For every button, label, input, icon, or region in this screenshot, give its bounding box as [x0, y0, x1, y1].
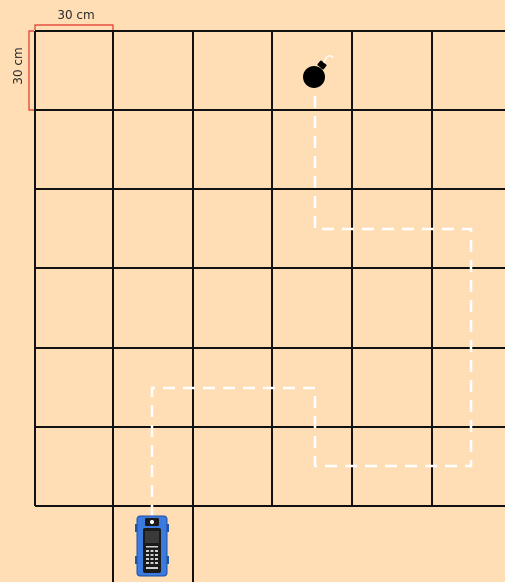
grid — [35, 31, 505, 582]
robot-path — [152, 90, 471, 517]
horizontal-scale-bracket — [35, 25, 113, 30]
vertical-scale-bracket — [29, 31, 34, 110]
bomb-icon — [303, 56, 333, 88]
robot-car-icon — [135, 516, 169, 576]
horizontal-scale-label: 30 cm — [57, 8, 94, 22]
horizontal-scale: 30 cm — [35, 8, 113, 30]
vertical-scale-label: 30 cm — [11, 47, 25, 84]
vertical-scale: 30 cm — [11, 31, 34, 110]
